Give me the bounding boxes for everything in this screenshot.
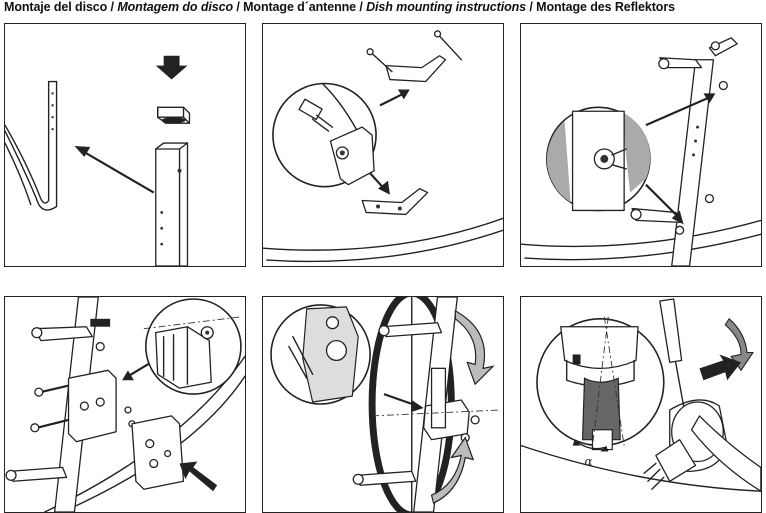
step-1-panel bbox=[4, 23, 246, 267]
title-sep-1: / bbox=[107, 0, 118, 14]
dish-rim bbox=[263, 217, 503, 251]
lower-bracket bbox=[361, 187, 429, 216]
step-4-illustration bbox=[5, 297, 245, 512]
arrow-down-icon bbox=[155, 55, 188, 80]
feed-arm bbox=[690, 415, 761, 492]
step-2-panel bbox=[262, 23, 504, 267]
upper-bracket bbox=[385, 55, 447, 83]
nut-icon bbox=[593, 148, 627, 170]
rotate-arrow-icon bbox=[454, 309, 495, 386]
instructions-title: Montaje del disco / Montagem do disco / … bbox=[4, 0, 675, 14]
title-pt: Montagem do disco bbox=[117, 0, 233, 14]
bracket-icon bbox=[131, 415, 185, 490]
square-tube bbox=[155, 142, 189, 266]
title-sep-2: / bbox=[232, 0, 244, 14]
step-5-illustration bbox=[270, 297, 501, 512]
title-fr: Montage d´antenne bbox=[243, 0, 356, 14]
step-2-illustration bbox=[263, 30, 503, 263]
step-4-panel bbox=[4, 296, 246, 513]
feed-arm-bracket bbox=[708, 37, 738, 57]
feed-arm bbox=[5, 80, 58, 211]
insert-arrow-icon bbox=[81, 150, 155, 194]
dish-rim bbox=[521, 219, 761, 248]
title-sep-4: / bbox=[526, 0, 537, 14]
step-3-panel bbox=[520, 23, 762, 267]
mast bbox=[671, 59, 715, 266]
title-en: Dish mounting instructions bbox=[366, 0, 527, 14]
step-3-illustration bbox=[521, 37, 761, 266]
title-es: Montaje del disco bbox=[4, 0, 108, 14]
lnb-body bbox=[560, 326, 639, 369]
angle-label: α bbox=[585, 454, 593, 468]
step-5-panel bbox=[262, 296, 504, 513]
mount-plate bbox=[67, 369, 117, 443]
step-6-panel: α bbox=[520, 296, 762, 513]
title-de: Montage des Reflektors bbox=[536, 0, 675, 14]
step-1-illustration bbox=[5, 55, 191, 266]
screwdriver-icon bbox=[659, 298, 685, 407]
step-6-illustration: α bbox=[521, 298, 761, 492]
bolt-icon bbox=[298, 98, 334, 132]
title-sep-3: / bbox=[356, 0, 367, 14]
